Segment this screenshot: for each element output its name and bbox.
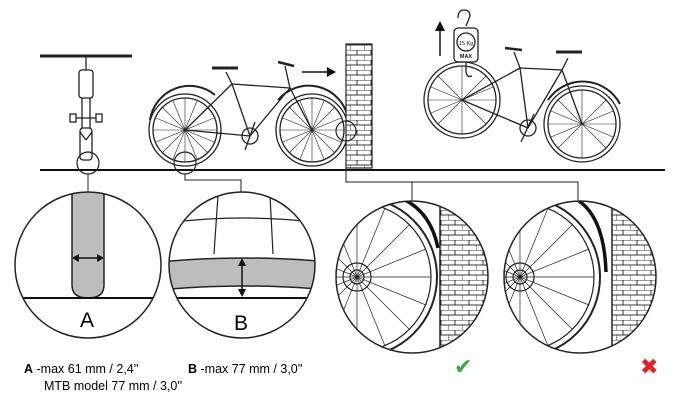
scale-max-label: MAX bbox=[460, 54, 473, 60]
arrow-right-icon bbox=[302, 67, 336, 77]
note-b: B -max 77 mm / 3,0'' bbox=[188, 361, 303, 377]
note-a-text: -max 61 mm / 2,4'' bbox=[33, 362, 139, 376]
checkmark-icon: ✔ bbox=[454, 354, 473, 379]
bicycle-front-icon bbox=[40, 54, 132, 161]
note-a-mtb: MTB model 77 mm / 3,0'' bbox=[44, 379, 183, 393]
note-b-text: -max 77 mm / 3,0'' bbox=[197, 362, 303, 376]
arrow-up-icon bbox=[435, 21, 445, 56]
detail-a-label: A bbox=[80, 309, 95, 332]
detail-b-circle bbox=[168, 191, 316, 339]
note-a: A -max 61 mm / 2,4'' bbox=[24, 361, 139, 377]
bicycle-side-icon bbox=[423, 46, 621, 163]
note-b-key: B bbox=[188, 362, 198, 376]
detail-b-label: B bbox=[234, 312, 249, 335]
detail-a-circle bbox=[14, 191, 162, 339]
bicycle-side-icon bbox=[148, 60, 349, 167]
note-a-key: A bbox=[24, 362, 34, 376]
scale-weight-label: 15 Kg bbox=[459, 41, 473, 47]
brick-wall-icon bbox=[345, 43, 373, 169]
cross-icon: ✖ bbox=[640, 354, 659, 379]
